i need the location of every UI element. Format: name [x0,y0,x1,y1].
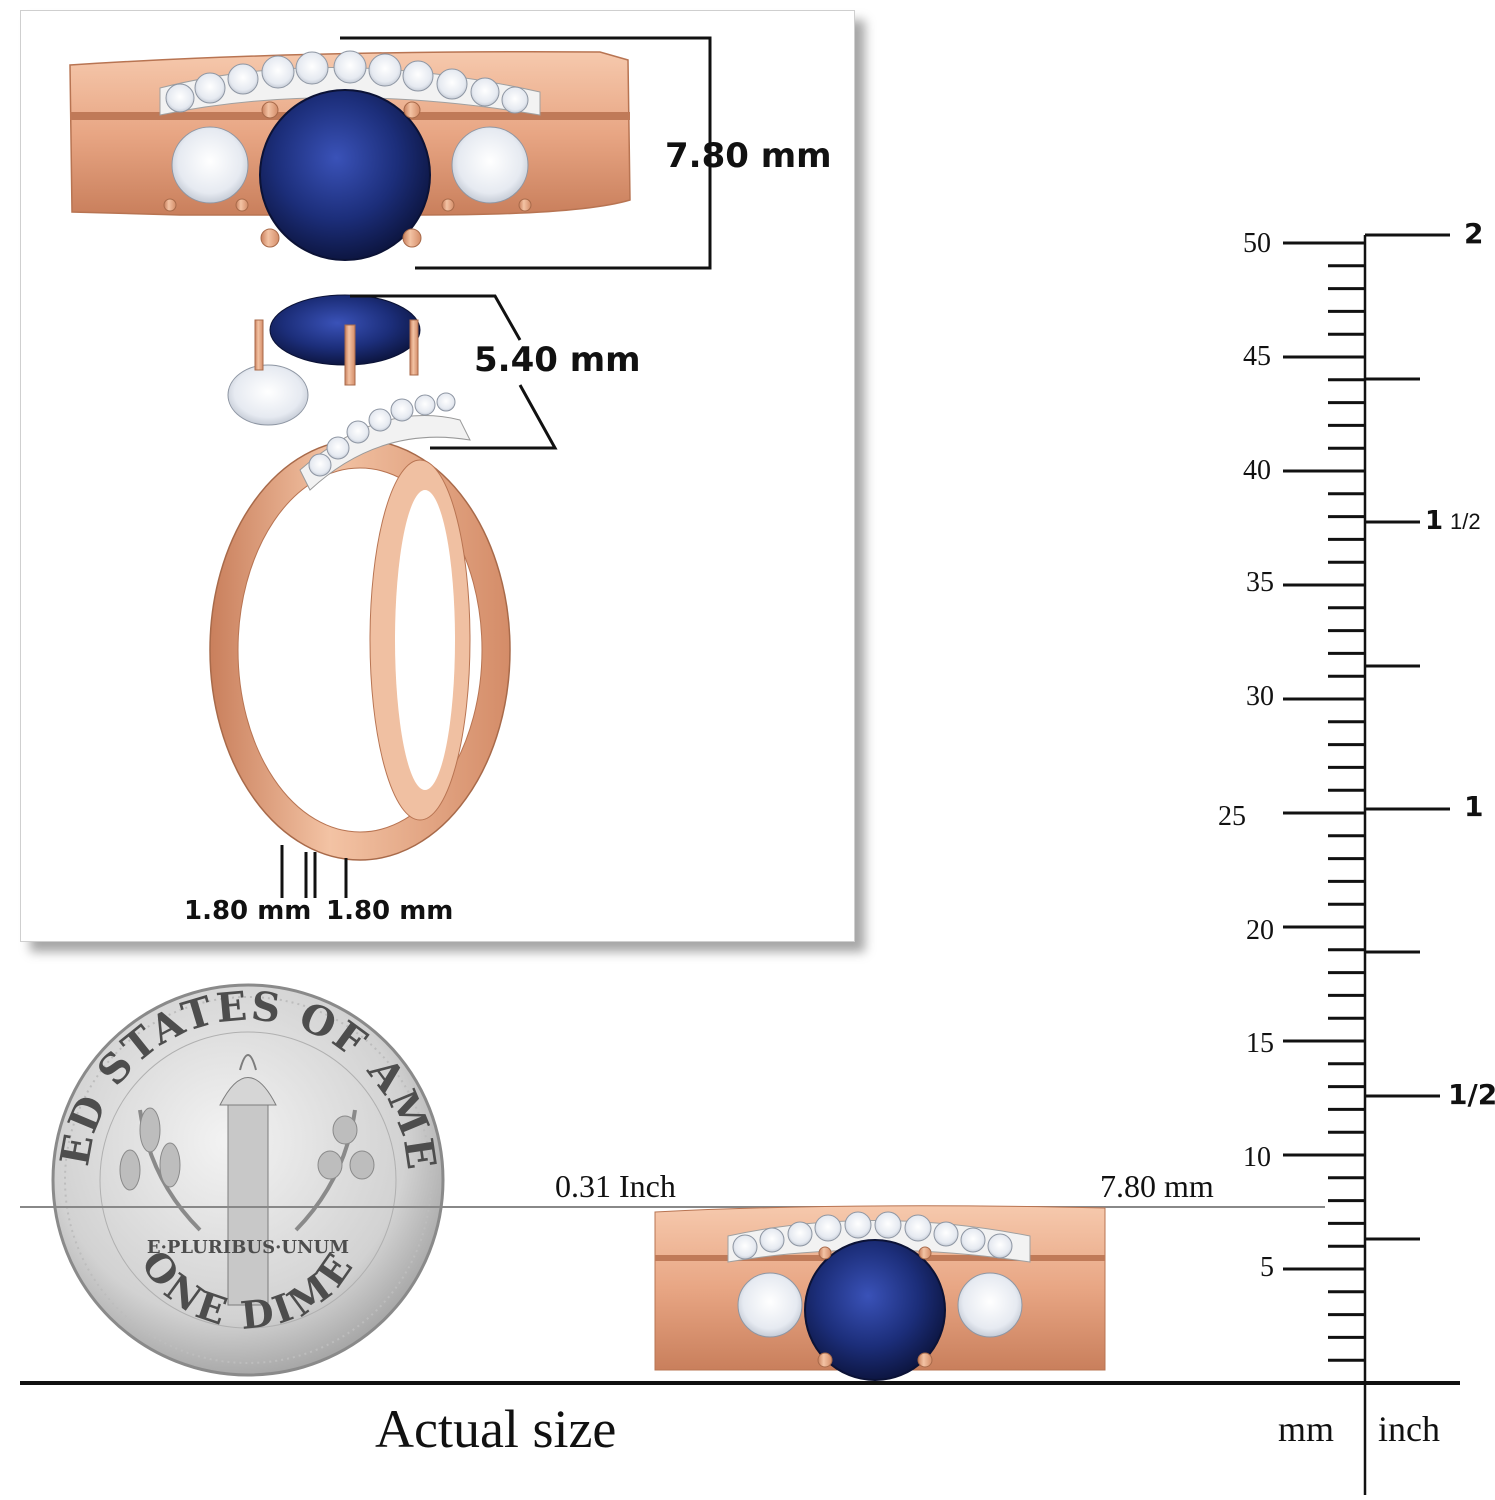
mm-tick-marks [1283,241,1365,1362]
inch-tick-label-1-whole: 1 [1425,506,1444,536]
inch-tick-label-1-half-frac: 1/2 [1450,509,1481,534]
mm-tick-label: 30 [1246,681,1274,712]
mm-tick-label: 40 [1243,455,1271,486]
inch-tick-label-1: 1 [1464,790,1484,823]
actual-size-caption: Actual size [375,1399,617,1459]
ring-side-view [209,294,511,861]
mm-tick-label: 45 [1243,341,1271,372]
height-dimension-bracket [340,36,712,270]
band-width-left-label: 1.80 mm [184,896,312,926]
mm-tick-label: 50 [1243,228,1271,259]
inch-measure-label: 0.31 Inch [555,1168,676,1204]
mm-tick-label: 10 [1243,1142,1271,1173]
coin-motto: E·PLURIBUS·UNUM [147,1237,349,1258]
depth-dimension-bracket [350,294,558,450]
inch-unit-label: inch [1378,1409,1440,1449]
inch-tick-marks [1365,233,1450,1241]
depth-dimension-label: 5.40 mm [474,340,641,380]
band-width-right-label: 1.80 mm [326,896,454,926]
ring-front-view [69,50,631,261]
mm-tick-label: 5 [1260,1252,1274,1283]
inch-tick-label-half: 1/2 [1448,1078,1495,1111]
actual-size-ring [654,1205,1106,1381]
mm-tick-label: 20 [1246,915,1274,946]
height-dimension-label: 7.80 mm [665,136,832,176]
mm-measure-label: 7.80 mm [1100,1168,1214,1204]
mm-tick-label: 15 [1246,1028,1274,1059]
mm-tick-label: 25 [1218,801,1246,832]
ruler [1283,233,1450,1495]
inch-tick-label-2: 2 [1464,217,1484,250]
band-width-markers [280,845,348,898]
mm-unit-label: mm [1278,1409,1335,1449]
mm-tick-label: 35 [1246,567,1274,598]
